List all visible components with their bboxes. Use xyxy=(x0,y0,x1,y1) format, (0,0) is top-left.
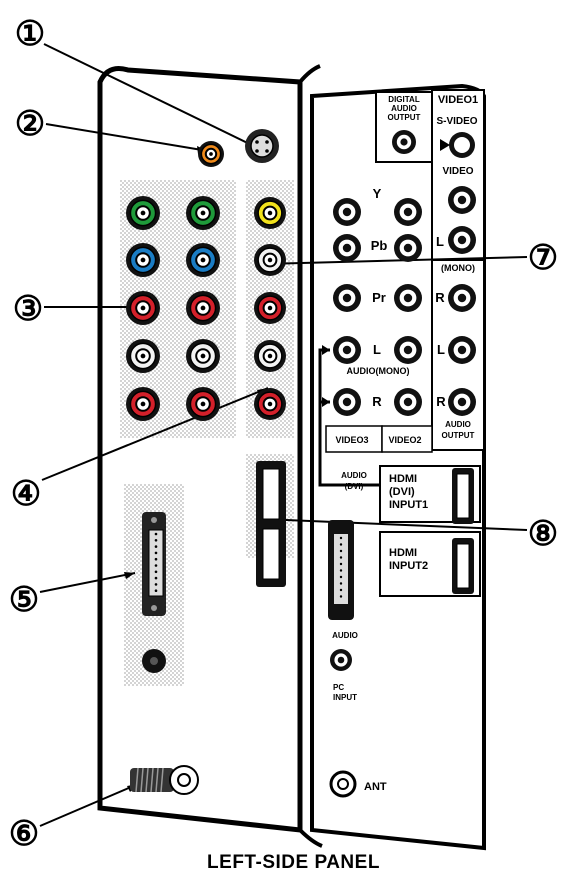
figure-caption: LEFT-SIDE PANEL xyxy=(207,852,380,873)
video-rca-jack xyxy=(254,388,286,420)
component-rca-jack xyxy=(186,243,220,277)
hdmi-port xyxy=(256,461,286,527)
pb-label: Pb xyxy=(371,238,388,253)
video-rca-jack xyxy=(254,244,286,276)
reference-hdmi-port xyxy=(452,538,474,594)
digital-audio-output-label: AUDIO xyxy=(391,104,417,113)
audio-output-label: AUDIO xyxy=(445,420,471,429)
component-rca-jack xyxy=(126,243,160,277)
reference-jack xyxy=(448,388,476,416)
tv-left-side-panel xyxy=(97,64,323,848)
ant-label: ANT xyxy=(364,781,387,793)
hdmi-input1-label: INPUT1 xyxy=(389,499,428,511)
callout-number-3: ③ xyxy=(13,290,43,328)
jacks-layer xyxy=(126,129,476,798)
component-rca-jack xyxy=(126,387,160,421)
audio-dvi-label: (DVI) xyxy=(345,482,364,491)
audio-l-label: L xyxy=(373,342,381,357)
s-video-label: S-VIDEO xyxy=(436,116,477,127)
hdmi-input2-label: INPUT2 xyxy=(389,560,428,572)
video3-label: VIDEO3 xyxy=(335,435,368,445)
video1-l-label: L xyxy=(436,234,444,249)
s-video-jack xyxy=(245,129,279,163)
component-rca-jack xyxy=(126,196,160,230)
callout-leaders xyxy=(39,43,528,827)
digital-audio-jack xyxy=(198,141,224,167)
hdmi-input2-label: HDMI xyxy=(389,547,417,559)
reference-jack xyxy=(394,198,422,226)
pr-label: Pr xyxy=(372,290,386,305)
antenna-connector xyxy=(130,765,199,795)
audio-mono-label: AUDIO(MONO) xyxy=(347,366,410,376)
reference-jack xyxy=(448,226,476,254)
arrowhead xyxy=(322,397,330,407)
pc-audio-label: AUDIO xyxy=(332,631,358,640)
reference-jack xyxy=(448,284,476,312)
callout-number-8: ⑧ xyxy=(528,515,558,553)
arrowhead xyxy=(124,572,135,579)
callout-number-4: ④ xyxy=(11,475,41,513)
reference-jack xyxy=(333,336,361,364)
pc-input-label: INPUT xyxy=(333,693,357,702)
video1-r-label: R xyxy=(435,290,445,305)
video1-mono-label: (MONO) xyxy=(441,263,475,273)
reference-jack xyxy=(394,388,422,416)
reference-jack xyxy=(333,198,361,226)
video1-label: VIDEO1 xyxy=(438,94,478,106)
callout-number-7: ⑦ xyxy=(528,239,558,277)
reference-optical-jack xyxy=(392,130,416,154)
reference-jack xyxy=(333,234,361,262)
reference-jack xyxy=(448,336,476,364)
audio-dvi-label: AUDIO xyxy=(341,471,367,480)
pc-input-label: PC xyxy=(333,683,344,692)
digital-audio-output-label: DIGITAL xyxy=(388,95,420,104)
video-rca-jack xyxy=(254,340,286,372)
hdmi-input1-label: (DVI) xyxy=(389,486,415,498)
audio-output-label: OUTPUT xyxy=(442,431,475,440)
y-label: Y xyxy=(373,186,382,201)
component-rca-jack xyxy=(126,339,160,373)
pc-vga-port xyxy=(142,512,166,616)
callout-number-2: ② xyxy=(15,105,45,143)
reference-antenna xyxy=(329,770,357,798)
video-rca-jack xyxy=(254,292,286,324)
reference-jack xyxy=(448,186,476,214)
hdmi-port xyxy=(256,521,286,587)
labels-layer: DIGITALAUDIOOUTPUTVIDEO1S-VIDEOVIDEOYPbP… xyxy=(9,15,558,853)
reference-hdmi-port xyxy=(452,468,474,524)
reference-s-video-jack xyxy=(440,132,475,158)
reference-pc-audio-jack xyxy=(330,649,352,671)
reference-vga-port xyxy=(328,520,354,620)
reference-jack xyxy=(394,336,422,364)
video2-label: VIDEO2 xyxy=(388,435,421,445)
callout-number-5: ⑤ xyxy=(9,581,39,619)
reference-jack xyxy=(333,284,361,312)
reference-jack xyxy=(394,284,422,312)
pc-audio-jack xyxy=(142,649,166,673)
callout-number-6: ⑥ xyxy=(9,815,39,853)
arrowhead xyxy=(322,345,330,355)
reference-jack xyxy=(333,388,361,416)
audio-r-label: R xyxy=(372,394,382,409)
video-label: VIDEO xyxy=(442,166,473,177)
component-rca-jack xyxy=(186,339,220,373)
hdmi-input1-label: HDMI xyxy=(389,473,417,485)
video-rca-jack xyxy=(254,197,286,229)
component-rca-jack xyxy=(186,291,220,325)
component-rca-jack xyxy=(126,291,160,325)
callout-number-1: ① xyxy=(15,15,45,53)
output-r-label: R xyxy=(436,394,446,409)
component-rca-jack xyxy=(186,387,220,421)
output-l-label: L xyxy=(437,342,445,357)
component-rca-jack xyxy=(186,196,220,230)
reference-jack xyxy=(394,234,422,262)
digital-audio-output-label: OUTPUT xyxy=(388,113,421,122)
